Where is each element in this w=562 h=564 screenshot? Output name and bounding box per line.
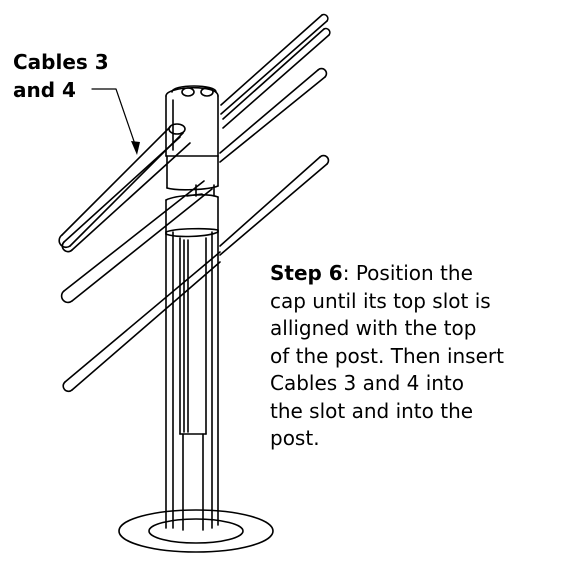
step-line-3: alligned with the top	[270, 316, 477, 340]
callout-arrowhead	[131, 141, 140, 155]
cable-1	[220, 13, 331, 129]
callout-line-1: Cables 3	[13, 50, 109, 74]
step-instructions: Step 6: Position the cap until its top s…	[270, 260, 560, 453]
cable-5	[219, 154, 330, 256]
cable-4	[61, 136, 191, 253]
post	[165, 227, 219, 531]
step-line-5: Cables 3 and 4 into	[270, 371, 465, 395]
cable-2	[219, 67, 328, 163]
step-line-7: post.	[270, 426, 320, 450]
step-line-4: of the post. Then insert	[270, 343, 504, 368]
callout-leader	[91, 88, 138, 151]
cable-6	[60, 180, 213, 304]
step-heading-line: Step 6: Position the	[270, 260, 560, 288]
step-line-6: the slot and into the	[270, 398, 474, 423]
step-label: Step 6	[270, 261, 343, 285]
step-line-2: cap until its top slot is	[270, 288, 491, 313]
cables-callout: Cables 3 and 4	[13, 48, 109, 104]
post-cap	[165, 85, 219, 191]
callout-line-2: and 4	[13, 78, 76, 102]
post-base-plate	[118, 509, 274, 553]
cable-7	[62, 251, 221, 393]
step-line-1: : Position the	[342, 261, 473, 285]
